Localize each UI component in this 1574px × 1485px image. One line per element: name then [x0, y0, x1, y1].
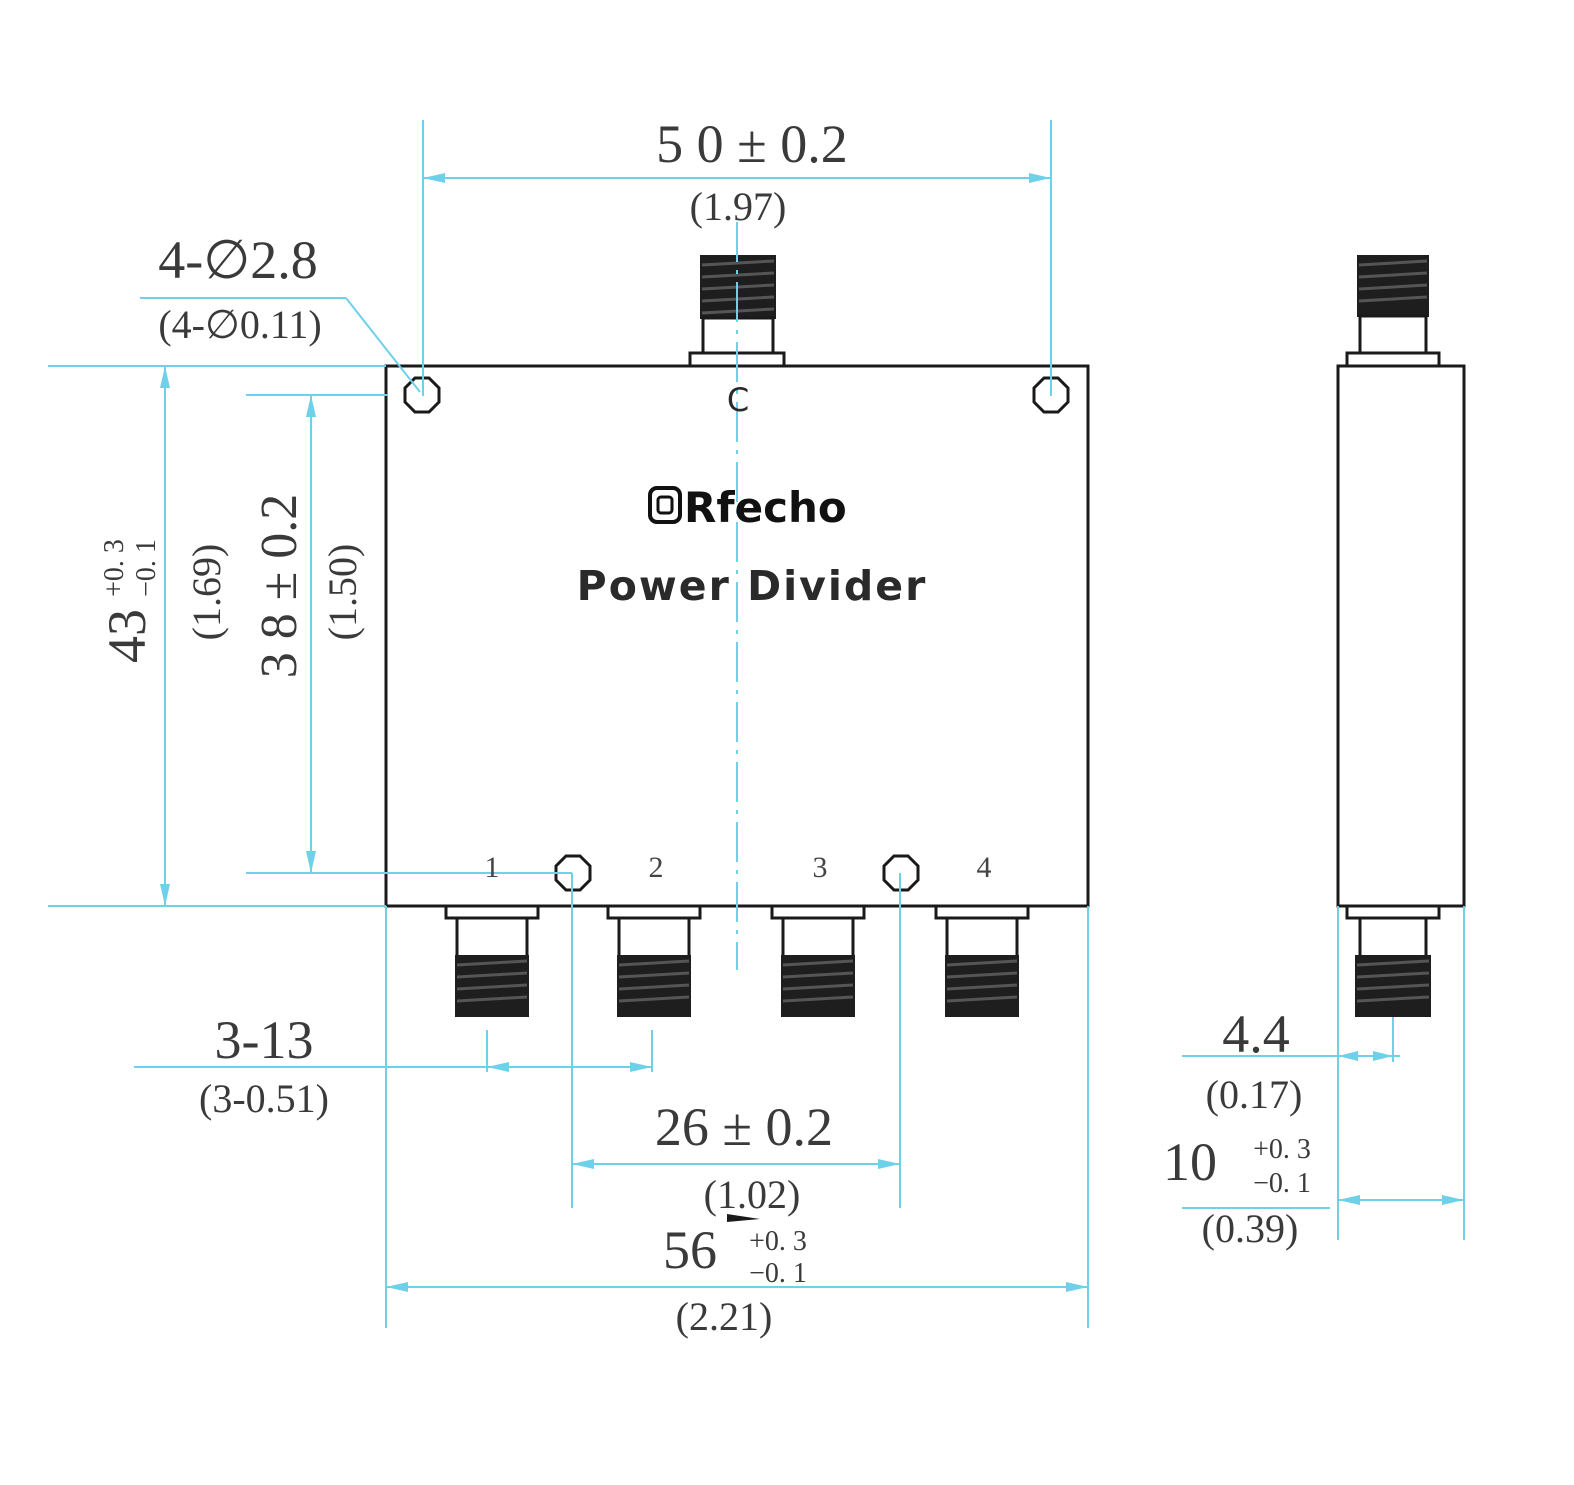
dim-thickness: 10: [1163, 1132, 1217, 1192]
dim-side-connector: 4.4: [1222, 1004, 1290, 1064]
port-label-2: 2: [649, 851, 664, 884]
dim-height-holes-inch: (1.50): [320, 544, 365, 641]
common-port-label: C: [727, 381, 749, 419]
dim-width-body: 56: [663, 1220, 717, 1280]
dim-holes: 4-∅2.8: [158, 230, 318, 290]
dimension-lines: [48, 120, 1465, 1328]
port-label-3: 3: [813, 851, 828, 884]
side-view: [1336, 255, 1466, 1017]
dim-width-holes-inch: (1.97): [690, 184, 787, 229]
dim-width-body-tol-plus: +0. 3: [749, 1226, 807, 1257]
divider-body: [384, 364, 1090, 908]
product-title: Power Divider: [577, 562, 928, 610]
dim-hole-spacing-inch: (1.02): [704, 1172, 801, 1217]
dim-width-body-tol-minus: −0. 1: [749, 1258, 807, 1289]
dim-thickness-tol-minus: −0. 1: [1253, 1168, 1311, 1199]
dim-width-body-inch: (2.21): [676, 1294, 773, 1339]
dim-hole-spacing: 26 ± 0.2: [655, 1097, 833, 1157]
dim-thickness-tol-plus: +0. 3: [1253, 1134, 1311, 1165]
dim-height-body: 43: [97, 609, 157, 663]
brand-logo: Rfecho: [648, 483, 847, 532]
port-label-4: 4: [977, 851, 992, 884]
dim-height-holes: 3 8 ± 0.2: [251, 494, 308, 679]
dim-height-body-inch: (1.69): [184, 544, 229, 641]
dim-port-pitch-inch: (3-0.51): [199, 1076, 329, 1121]
top-connector: [688, 255, 786, 368]
brand-name: Rfecho: [684, 483, 847, 532]
marker-icon: [727, 1214, 760, 1222]
dim-width-holes: 5 0 ± 0.2: [656, 114, 848, 174]
dim-thickness-inch: (0.39): [1202, 1206, 1299, 1251]
dim-port-pitch: 3-13: [215, 1010, 314, 1070]
dim-height-body-tol-plus: +0. 3: [99, 539, 130, 597]
dim-holes-inch: (4-∅0.11): [158, 302, 321, 347]
port-label-1: 1: [485, 851, 500, 884]
dim-side-connector-inch: (0.17): [1206, 1072, 1303, 1117]
dim-height-body-tol-minus: −0. 1: [131, 539, 162, 597]
dim-height-body-group: 43 +0. 3 −0. 1: [97, 539, 162, 663]
output-connectors: [444, 904, 1030, 1017]
